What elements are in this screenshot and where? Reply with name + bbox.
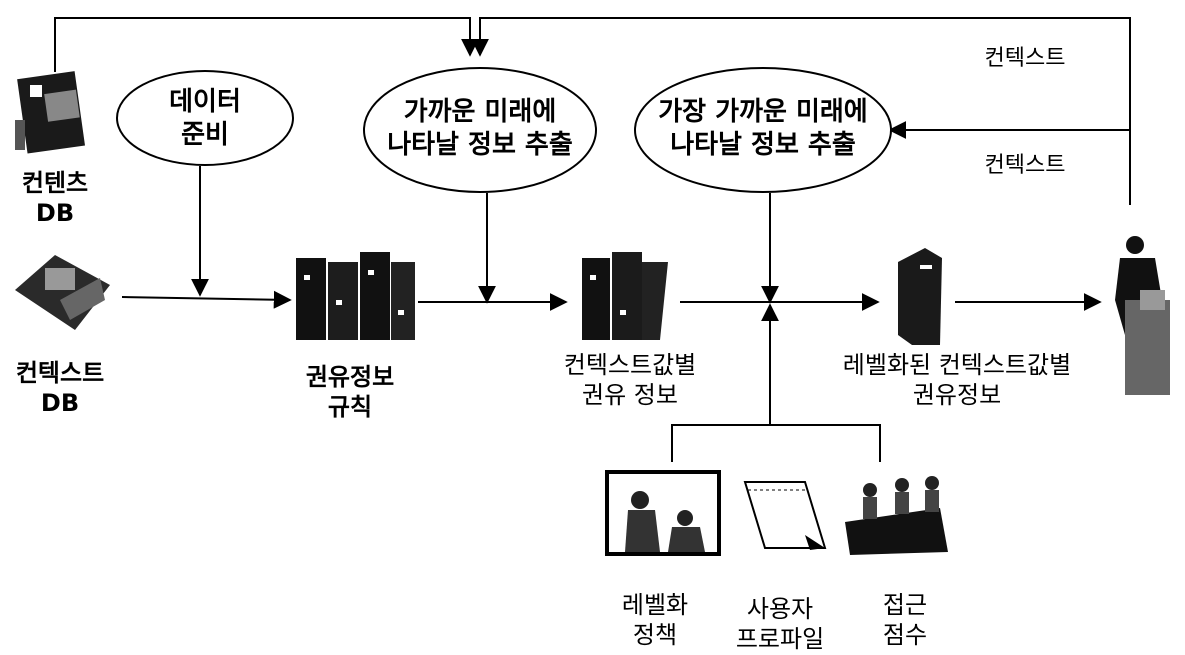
context-db-line2: DB	[40, 389, 80, 417]
user-profile-label: 사용자 프로파일	[725, 594, 835, 654]
by-context-label: 컨텍스트값별 권유 정보	[545, 350, 715, 410]
nearest-future-line2: 나타날 정보 추출	[670, 129, 856, 160]
leveled-line2: 권유정보	[912, 381, 1002, 409]
content-db-line1: 컨텐츠	[21, 169, 89, 197]
near-future-line1: 가까운 미래에	[403, 97, 557, 127]
nearest-future-label: 가장 가까운 미래에 나타날 정보 추출	[640, 96, 886, 161]
context-db-icon	[15, 255, 110, 330]
content-db-line2: DB	[35, 199, 75, 227]
access-score-people-icon	[845, 476, 948, 555]
level-policy-line1: 레벨화	[621, 591, 689, 619]
user-profile-line1: 사용자	[746, 595, 814, 623]
content-db-label: 컨텐츠 DB	[0, 168, 110, 228]
level-policy-icon	[605, 470, 721, 556]
data-prep-oval	[116, 70, 294, 166]
level-policy-label: 레벨화 정책	[600, 590, 710, 650]
feedback-lines	[54, 17, 1131, 205]
rules-line2: 규칙	[327, 393, 373, 421]
data-prep-line1: 데이터	[169, 87, 241, 117]
main-flow-arrows	[121, 290, 1102, 311]
nearest-future-line1: 가장 가까운 미래에	[658, 97, 868, 127]
content-db-icon	[15, 71, 85, 154]
user-profile-line2: 프로파일	[735, 625, 825, 653]
level-policy-line2: 정책	[632, 621, 678, 649]
rules-books-icon	[296, 252, 415, 340]
access-score-label: 접근 점수	[860, 590, 950, 650]
context-top-label: 컨텍스트	[984, 46, 1066, 71]
access-score-line2: 점수	[882, 621, 928, 649]
rules-line1: 권유정보	[305, 363, 395, 391]
near-future-label: 가까운 미래에 나타날 정보 추출	[370, 96, 590, 161]
by-context-line1: 컨텍스트값별	[563, 351, 697, 379]
context-db-label: 컨텍스트 DB	[0, 358, 120, 418]
context-db-line1: 컨텍스트	[15, 359, 105, 387]
nearest-future-oval	[634, 67, 892, 193]
access-score-line1: 접근	[882, 591, 928, 619]
by-context-line2: 권유 정보	[582, 381, 678, 409]
leveled-book-icon	[898, 248, 942, 345]
oval-down-arrows	[191, 166, 779, 304]
data-prep-label: 데이터 준비	[145, 86, 265, 151]
inputs-bracket	[671, 303, 881, 462]
near-future-line2: 나타날 정보 추출	[387, 129, 573, 160]
user-profile-notepad-icon	[743, 481, 827, 550]
user-person-icon	[1115, 236, 1170, 395]
leveled-label: 레벨화된 컨텍스트값별 권유정보	[812, 350, 1102, 410]
rules-label: 권유정보 규칙	[280, 362, 420, 422]
context-books-icon	[582, 252, 668, 340]
leveled-line1: 레벨화된 컨텍스트값별	[842, 351, 1072, 379]
data-prep-line2: 준비	[181, 119, 229, 150]
near-future-oval	[363, 67, 597, 193]
context-mid-label: 컨텍스트	[984, 153, 1066, 178]
